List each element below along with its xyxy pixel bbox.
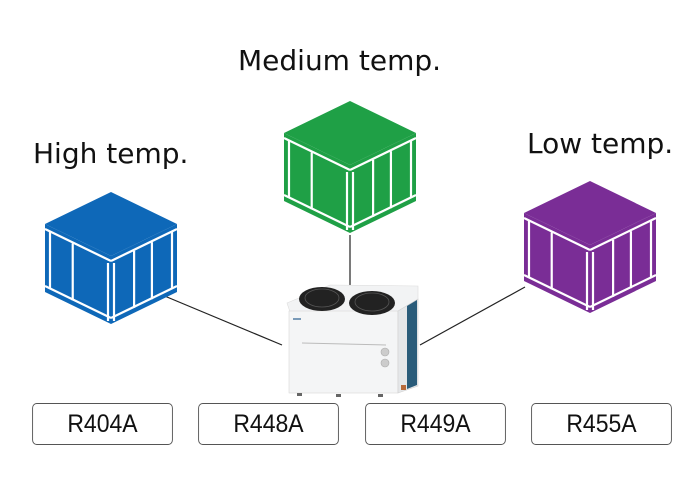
medium-temp-cold-room-icon	[283, 101, 417, 233]
cube-part	[524, 213, 590, 313]
refrigerant-box-r448a: R448A	[198, 403, 339, 445]
cube-part	[589, 217, 657, 251]
low-temp-label: Low temp.	[527, 127, 674, 160]
cube-part	[44, 228, 112, 262]
medium-temp-label: Medium temp.	[238, 44, 442, 77]
cube-part	[111, 224, 177, 324]
cube-part	[350, 133, 416, 233]
cube-part	[589, 274, 657, 308]
cube-part	[44, 285, 112, 319]
cube-part	[349, 194, 417, 228]
refrigerant-box-r455a: R455A	[531, 403, 672, 445]
refrigerant-box-r404a: R404A	[32, 403, 173, 445]
cube-part	[284, 133, 350, 233]
connector-line-high	[154, 291, 283, 346]
cube-part	[283, 194, 351, 228]
cube-part	[590, 213, 656, 313]
cube-part	[349, 137, 417, 171]
condensing-unit-icon	[286, 284, 419, 397]
cube-part	[283, 137, 351, 171]
cube-part	[110, 285, 178, 319]
refrigerant-box-r449a: R449A	[365, 403, 506, 445]
low-temp-cold-room-icon	[523, 181, 657, 313]
high-temp-label: High temp.	[33, 137, 189, 170]
cube-part	[523, 217, 591, 251]
cube-part	[45, 224, 111, 324]
connector-line-low	[419, 286, 526, 346]
cube-part	[110, 228, 178, 262]
high-temp-cold-room-icon	[44, 192, 178, 324]
cube-part	[523, 274, 591, 308]
